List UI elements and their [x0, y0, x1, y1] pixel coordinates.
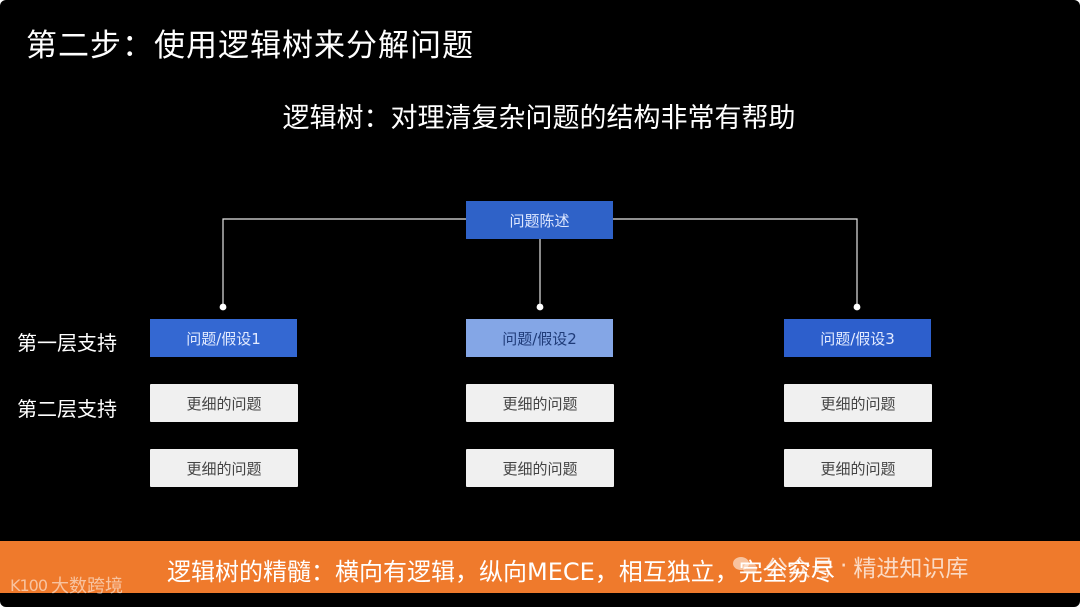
watermark-right-dot: · — [840, 553, 848, 579]
detail-node-1-2: 更细的问题 — [150, 449, 298, 487]
hypothesis-label-3: 问题/假设3 — [820, 329, 895, 348]
watermark-left: K100 大数跨境 — [10, 572, 123, 598]
detail-label: 更细的问题 — [502, 459, 578, 478]
hypothesis-label-2: 问题/假设2 — [502, 329, 577, 348]
detail-node-2-1: 更细的问题 — [466, 384, 614, 422]
root-node-label: 问题陈述 — [509, 211, 570, 230]
root-node: 问题陈述 — [466, 201, 613, 239]
row-label-level-1: 第一层支持 — [17, 331, 117, 355]
detail-label: 更细的问题 — [820, 394, 896, 413]
detail-node-2-2: 更细的问题 — [466, 449, 614, 487]
hypothesis-node-1: 问题/假设1 — [150, 319, 297, 357]
connector-right — [613, 218, 858, 307]
watermark-right: 公众号 · 精进知识库 — [733, 549, 968, 583]
hypothesis-node-2: 问题/假设2 — [466, 319, 613, 357]
summary-banner — [0, 541, 1080, 593]
connector-dot-right — [853, 303, 861, 311]
step-title: 第二步：使用逻辑树来分解问题 — [26, 28, 474, 64]
watermark-right-prefix: 公众号 — [765, 556, 834, 582]
connector-dot-middle — [536, 303, 544, 311]
connector-left — [222, 218, 466, 307]
summary-banner-text: 逻辑树的精髓：横向有逻辑，纵向MECE，相互独立，完全穷尽 — [167, 558, 835, 586]
detail-node-1-1: 更细的问题 — [150, 384, 298, 422]
hypothesis-node-3: 问题/假设3 — [784, 319, 931, 357]
detail-label: 更细的问题 — [186, 459, 262, 478]
detail-node-3-2: 更细的问题 — [784, 449, 932, 487]
detail-label: 更细的问题 — [820, 459, 896, 478]
detail-node-3-1: 更细的问题 — [784, 384, 932, 422]
subtitle-text: 逻辑树：对理清复杂问题的结构非常有帮助 — [282, 103, 796, 134]
wechat-icon — [733, 555, 759, 577]
hypothesis-label-1: 问题/假设1 — [186, 329, 261, 348]
detail-label: 更细的问题 — [186, 394, 262, 413]
detail-label: 更细的问题 — [502, 394, 578, 413]
watermark-right-text: 精进知识库 — [853, 556, 969, 582]
connector-dot-left — [219, 303, 227, 311]
row-label-level-2: 第二层支持 — [17, 397, 117, 421]
watermark-left-text: 大数跨境 — [51, 576, 124, 597]
slide-subtitle: 逻辑树：对理清复杂问题的结构非常有帮助 — [0, 96, 1080, 135]
brand-logo-icon: K100 — [10, 575, 48, 595]
